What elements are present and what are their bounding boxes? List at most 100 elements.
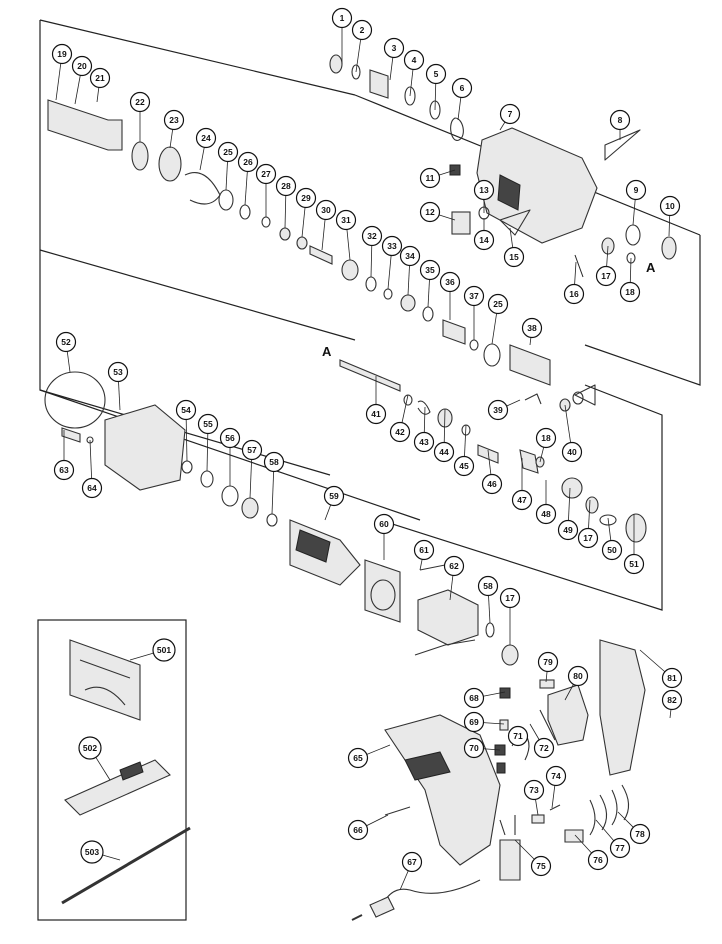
part-callout-67: 67 xyxy=(401,851,423,873)
part-number-label: 22 xyxy=(135,97,145,107)
part-callout-59: 59 xyxy=(323,485,345,507)
part-number-label: 3 xyxy=(392,43,397,53)
part-number-label: 2 xyxy=(360,25,365,35)
part-callout-60: 60 xyxy=(373,513,395,535)
part-number-label: 37 xyxy=(469,291,479,301)
part-number-label: 17 xyxy=(505,593,515,603)
part-callout-82: 82 xyxy=(661,689,683,711)
part-callout-78: 78 xyxy=(629,823,651,845)
part-number-label: 67 xyxy=(407,857,417,867)
part-number-label: 13 xyxy=(479,185,489,195)
part-number-label: 501 xyxy=(157,645,171,655)
part-number-label: 79 xyxy=(543,657,553,667)
part-number-label: 59 xyxy=(329,491,339,501)
part-callout-15: 15 xyxy=(503,246,525,268)
part-number-label: 29 xyxy=(301,193,311,203)
part-number-label: 5 xyxy=(434,69,439,79)
part-callout-13: 13 xyxy=(473,179,495,201)
part-number-label: 8 xyxy=(618,115,623,125)
part-number-label: 63 xyxy=(59,465,69,475)
part-number-label: 38 xyxy=(527,323,537,333)
part-callout-36: 36 xyxy=(439,271,461,293)
part-callout-42: 42 xyxy=(389,421,411,443)
part-callout-26: 26 xyxy=(237,151,259,173)
marker-a-upper: A xyxy=(646,260,656,275)
part-callout-9: 9 xyxy=(625,179,647,201)
part-number-label: 69 xyxy=(469,717,479,727)
part-number-label: 43 xyxy=(419,437,429,447)
part-callout-58: 58 xyxy=(477,575,499,597)
axis-markers: A A xyxy=(322,260,656,359)
part-callout-18: 18 xyxy=(535,427,557,449)
part-number-label: 56 xyxy=(225,433,235,443)
part-callout-38: 38 xyxy=(521,317,543,339)
part-number-label: 24 xyxy=(201,133,211,143)
part-number-label: 74 xyxy=(551,771,561,781)
part-callout-6: 6 xyxy=(451,77,473,99)
part-callout-29: 29 xyxy=(295,187,317,209)
part-number-label: 17 xyxy=(583,533,593,543)
part-callout-23: 23 xyxy=(163,109,185,131)
part-number-label: 58 xyxy=(483,581,493,591)
part-number-label: 35 xyxy=(425,265,435,275)
part-callout-63: 63 xyxy=(53,459,75,481)
part-callout-71: 71 xyxy=(507,725,529,747)
part-callout-74: 74 xyxy=(545,765,567,787)
part-callout-55: 55 xyxy=(197,413,219,435)
part-number-label: 61 xyxy=(419,545,429,555)
part-number-label: 58 xyxy=(269,457,279,467)
part-callout-56: 56 xyxy=(219,427,241,449)
part-number-label: 4 xyxy=(412,55,417,65)
accessories-box xyxy=(37,619,187,921)
part-callout-19: 19 xyxy=(51,43,73,65)
part-number-label: 76 xyxy=(593,855,603,865)
part-number-label: 60 xyxy=(379,519,389,529)
part-callout-65: 65 xyxy=(347,747,369,769)
part-number-label: 21 xyxy=(95,73,105,83)
part-callout-80: 80 xyxy=(567,665,589,687)
part-number-label: 75 xyxy=(536,861,546,871)
part-callout-2: 2 xyxy=(351,19,373,41)
part-number-label: 50 xyxy=(607,545,617,555)
part-callout-28: 28 xyxy=(275,175,297,197)
part-callout-39: 39 xyxy=(487,399,509,421)
part-number-label: 503 xyxy=(85,847,99,857)
part-number-label: 26 xyxy=(243,157,253,167)
part-callout-17: 17 xyxy=(499,587,521,609)
part-callout-14: 14 xyxy=(473,229,495,251)
part-number-label: 27 xyxy=(261,169,271,179)
part-number-label: 40 xyxy=(567,447,577,457)
part-callout-30: 30 xyxy=(315,199,337,221)
part-callout-501: 501 xyxy=(152,638,176,662)
part-callout-73: 73 xyxy=(523,779,545,801)
part-callout-10: 10 xyxy=(659,195,681,217)
part-number-label: 44 xyxy=(439,447,449,457)
part-callout-58: 58 xyxy=(263,451,285,473)
part-number-label: 25 xyxy=(493,299,503,309)
part-callout-11: 11 xyxy=(419,167,441,189)
part-number-label: 25 xyxy=(223,147,233,157)
part-number-label: 33 xyxy=(387,241,397,251)
part-number-label: 64 xyxy=(87,483,97,493)
part-number-label: 31 xyxy=(341,215,351,225)
part-number-label: 7 xyxy=(508,109,513,119)
part-number-label: 9 xyxy=(634,185,639,195)
part-callout-20: 20 xyxy=(71,55,93,77)
part-callout-17: 17 xyxy=(577,527,599,549)
part-callout-50: 50 xyxy=(601,539,623,561)
part-callout-79: 79 xyxy=(537,651,559,673)
part-number-label: 78 xyxy=(635,829,645,839)
part-number-label: 80 xyxy=(573,671,583,681)
part-drawings xyxy=(44,54,677,921)
part-number-label: 10 xyxy=(665,201,675,211)
part-callout-48: 48 xyxy=(535,503,557,525)
part-callout-25: 25 xyxy=(487,293,509,315)
part-callout-57: 57 xyxy=(241,439,263,461)
part-number-label: 11 xyxy=(426,173,435,183)
part-callout-47: 47 xyxy=(511,489,533,511)
part-callout-18: 18 xyxy=(619,281,641,303)
part-number-label: 82 xyxy=(667,695,677,705)
part-callout-502: 502 xyxy=(78,736,102,760)
part-number-label: 49 xyxy=(563,525,573,535)
part-number-label: 57 xyxy=(247,445,257,455)
